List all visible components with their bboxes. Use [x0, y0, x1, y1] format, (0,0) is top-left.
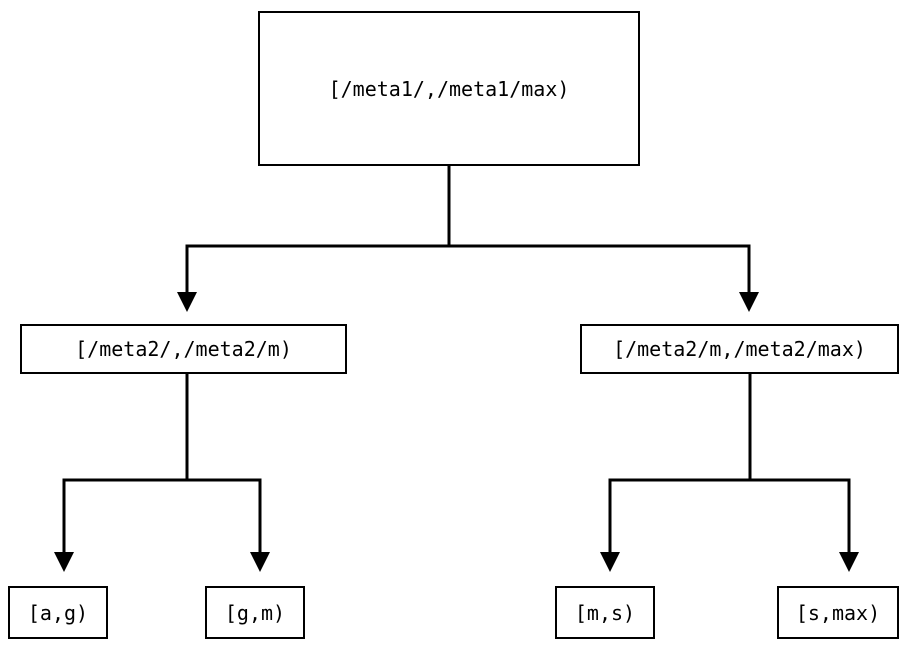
edge-midright-to-leaf3 [608, 374, 752, 552]
node-leaf-2: [g,m) [205, 586, 305, 639]
node-leaf-1-label: [a,g) [27, 600, 89, 625]
node-root: [/meta1/,/meta1/max) [258, 11, 640, 166]
node-mid-right-label: [/meta2/m,/meta2/max) [613, 337, 866, 361]
arrowhead-icon-leaf2 [250, 552, 270, 572]
arrowhead-icon-mid-right [739, 292, 759, 312]
edge-root-to-mid-right [449, 244, 751, 292]
arrowhead-icon-leaf1 [54, 552, 74, 572]
edge-root-to-mid-left [185, 166, 451, 292]
node-leaf-3: [m,s) [555, 586, 655, 639]
node-leaf-4-label: [s,max) [795, 600, 881, 625]
node-leaf-2-label: [g,m) [224, 600, 286, 625]
node-leaf-1: [a,g) [8, 586, 108, 639]
arrowhead-icon-mid-left [177, 292, 197, 312]
node-mid-left: [/meta2/,/meta2/m) [20, 324, 347, 374]
arrowhead-icon-leaf3 [600, 552, 620, 572]
edge-midleft-to-leaf2 [187, 478, 262, 552]
node-mid-left-label: [/meta2/,/meta2/m) [75, 337, 292, 361]
node-root-label: [/meta1/,/meta1/max) [328, 76, 570, 101]
node-mid-right: [/meta2/m,/meta2/max) [580, 324, 899, 374]
edge-midleft-to-leaf1 [62, 374, 189, 552]
node-leaf-4: [s,max) [777, 586, 899, 639]
arrowhead-icon-leaf4 [839, 552, 859, 572]
edge-midright-to-leaf4 [750, 478, 851, 552]
node-leaf-3-label: [m,s) [574, 600, 636, 625]
